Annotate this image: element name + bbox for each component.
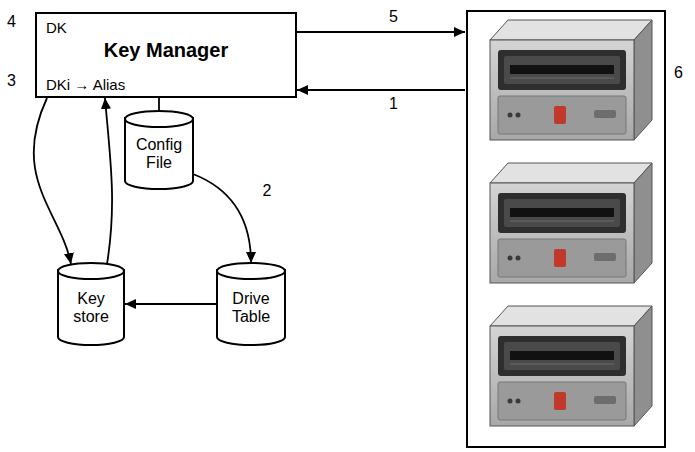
key-label: DK	[46, 19, 67, 36]
cylinder-body	[58, 270, 124, 345]
connector-arrow	[34, 98, 71, 264]
label-holder: Config File	[127, 128, 191, 180]
label-holder: Key store	[60, 280, 122, 336]
connector-arrow	[158, 98, 160, 111]
cylinder-top	[217, 263, 285, 279]
store-label: Drive Table	[219, 290, 283, 327]
key-store-cylinder: Key store	[57, 262, 125, 346]
connector-arrow	[125, 303, 216, 305]
drive-enclosure: 6	[466, 10, 666, 448]
callout-number: 3	[7, 72, 16, 90]
step-number: 1	[387, 95, 400, 113]
config-file-cylinder: Config File	[124, 110, 194, 190]
callout-number: 4	[7, 13, 16, 31]
connector-arrow	[105, 98, 112, 264]
store-label: Key store	[60, 290, 122, 327]
tape-drive	[490, 163, 652, 283]
cylinder-body	[125, 118, 193, 189]
connector-arrow	[297, 89, 465, 91]
tape-drive	[490, 20, 652, 140]
step-number: 5	[387, 8, 400, 26]
connector-arrow	[193, 174, 251, 263]
label-holder: Drive Table	[219, 280, 283, 336]
callout-number: 6	[674, 64, 683, 82]
mapping-label: DKi → Alias	[46, 76, 125, 93]
key-manager-box: DK Key ManagerDKi → Alias	[35, 12, 297, 98]
connector-arrow	[297, 31, 465, 33]
tape-drive	[490, 306, 652, 426]
box-title: Key Manager	[104, 39, 229, 62]
store-label: Config File	[127, 136, 191, 173]
cylinder-top	[125, 111, 193, 127]
step-number: 2	[261, 182, 274, 200]
cylinder-body	[217, 270, 285, 345]
cylinder-top	[58, 263, 124, 279]
drive-table-cylinder: Drive Table	[216, 262, 286, 346]
